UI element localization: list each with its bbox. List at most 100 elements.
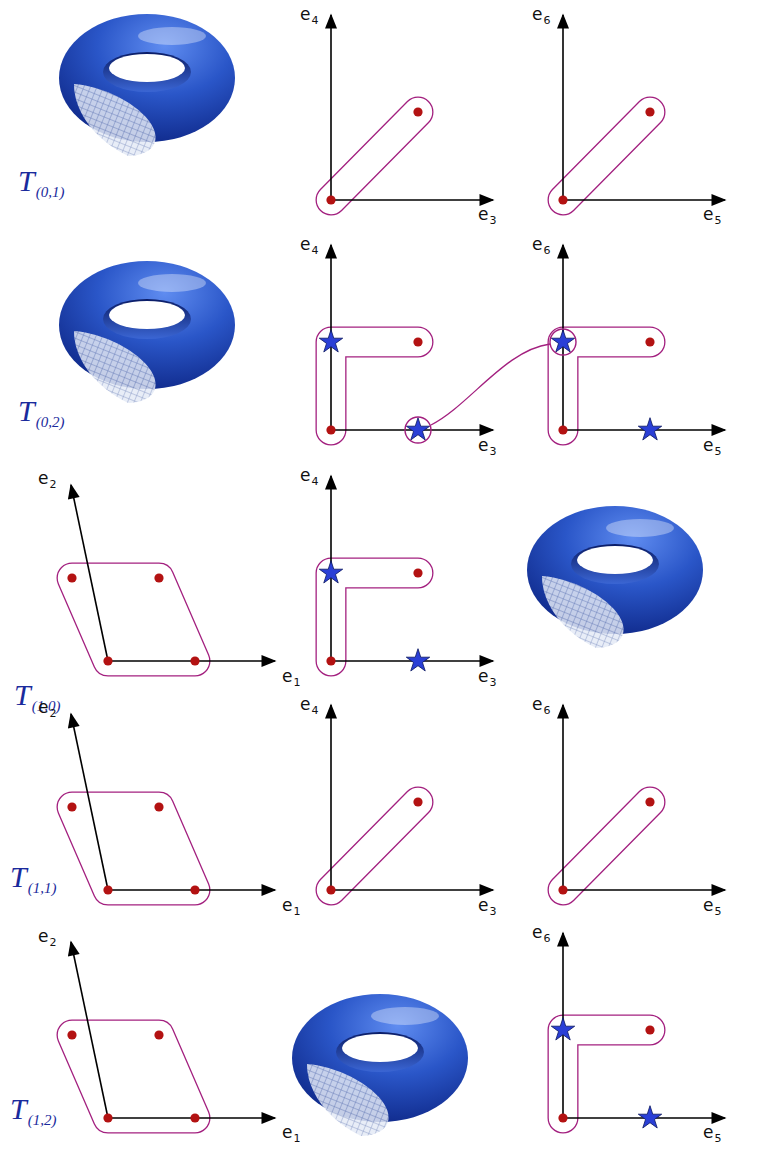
torus (28, 261, 235, 418)
lattice-point (558, 885, 567, 894)
region-fill (72, 807, 195, 890)
axis-label: e1 (282, 668, 300, 688)
basis-vector: e (532, 694, 542, 714)
basis-vector: e (282, 895, 292, 915)
basis-index: 3 (489, 445, 496, 458)
region-fill (72, 578, 195, 661)
basis-index: 5 (714, 1132, 721, 1145)
region-fill (331, 112, 418, 200)
lattice-panel (551, 245, 725, 440)
basis-vector: e (282, 1122, 292, 1142)
basis-vector: e (38, 468, 48, 488)
lattice-point (413, 797, 422, 806)
axis-label: e5 (703, 206, 721, 226)
lattice-panel (558, 15, 725, 205)
star-marker (551, 330, 574, 352)
region-fill (563, 1030, 650, 1118)
star-marker (638, 418, 661, 440)
torus-symbol: T (14, 678, 31, 711)
axis (330, 15, 332, 200)
axis-label: e4 (300, 696, 318, 716)
lattice-point (645, 1025, 654, 1034)
axis-label: e4 (300, 467, 318, 487)
basis-vector: e (478, 895, 488, 915)
axis-label: e5 (703, 897, 721, 917)
torus-index: (0,2) (36, 414, 65, 430)
lattice-point (558, 1113, 567, 1122)
lattice-point (326, 195, 335, 204)
basis-index: 4 (311, 14, 318, 27)
axis-label: e2 (38, 928, 56, 948)
torus-label: T(1,1) (10, 862, 56, 896)
lattice-point (103, 885, 112, 894)
region-outline (563, 1030, 650, 1118)
axis-label: e2 (38, 470, 56, 490)
lattice-point (154, 573, 163, 582)
basis-vector: e (703, 435, 713, 455)
basis-index: 2 (49, 707, 56, 720)
torus-hole-shade (103, 52, 191, 92)
basis-index: 3 (489, 676, 496, 689)
basis-vector: e (282, 666, 292, 686)
lattice-point (645, 337, 654, 346)
lattice-point (103, 1113, 112, 1122)
basis-index: 4 (311, 475, 318, 488)
region-fill (331, 802, 418, 890)
torus-hole (342, 1034, 418, 1062)
region-fill (331, 573, 418, 661)
torus (496, 506, 703, 663)
basis-index: 1 (293, 905, 300, 918)
lattice-point (645, 797, 654, 806)
torus-label: T(0,2) (18, 396, 64, 430)
torus-hole-shade (336, 1032, 424, 1072)
torus-highlight (371, 1007, 439, 1025)
basis-vector: e (703, 204, 713, 224)
region-outline (563, 342, 650, 430)
torus-highlight (606, 519, 674, 537)
lattice-panel (67, 942, 275, 1123)
basis-index: 1 (293, 676, 300, 689)
axis (330, 705, 332, 890)
basis-index: 4 (311, 244, 318, 257)
basis-index: 5 (714, 214, 721, 227)
torus-index: (1,2) (28, 1112, 57, 1128)
basis-vector: e (38, 697, 48, 717)
torus-highlight (138, 27, 206, 45)
axis-label: e2 (38, 699, 56, 719)
torus-hole (109, 301, 185, 329)
lattice-panel (558, 705, 725, 895)
basis-index: 6 (543, 14, 550, 27)
lattice-point (190, 885, 199, 894)
lattice-point (326, 656, 335, 665)
axis (331, 199, 493, 201)
axis-label: e3 (478, 668, 496, 688)
lattice-point (67, 1030, 76, 1039)
region-outline (331, 112, 418, 200)
axis (562, 705, 564, 890)
lattice-panel (326, 15, 493, 205)
basis-index: 2 (49, 478, 56, 491)
region-fill (563, 342, 650, 430)
lattice-panel (319, 476, 493, 671)
axis-label: e3 (478, 206, 496, 226)
basis-index: 2 (49, 936, 56, 949)
lattice-panel (67, 714, 275, 895)
basis-vector: e (300, 234, 310, 254)
star-circle (405, 417, 431, 443)
lattice-point (326, 885, 335, 894)
torus-hole (109, 54, 185, 82)
lattice-point (558, 425, 567, 434)
torus-symbol: T (18, 164, 35, 197)
axis-label: e5 (703, 437, 721, 457)
lattice-panel (319, 245, 493, 440)
torus (28, 14, 235, 171)
torus-hole-shade (571, 544, 659, 584)
link-group (405, 329, 576, 443)
lattice-panel (326, 705, 493, 895)
lattice-point (154, 802, 163, 811)
axis (562, 15, 564, 200)
basis-vector: e (532, 234, 542, 254)
lattice-point (67, 573, 76, 582)
